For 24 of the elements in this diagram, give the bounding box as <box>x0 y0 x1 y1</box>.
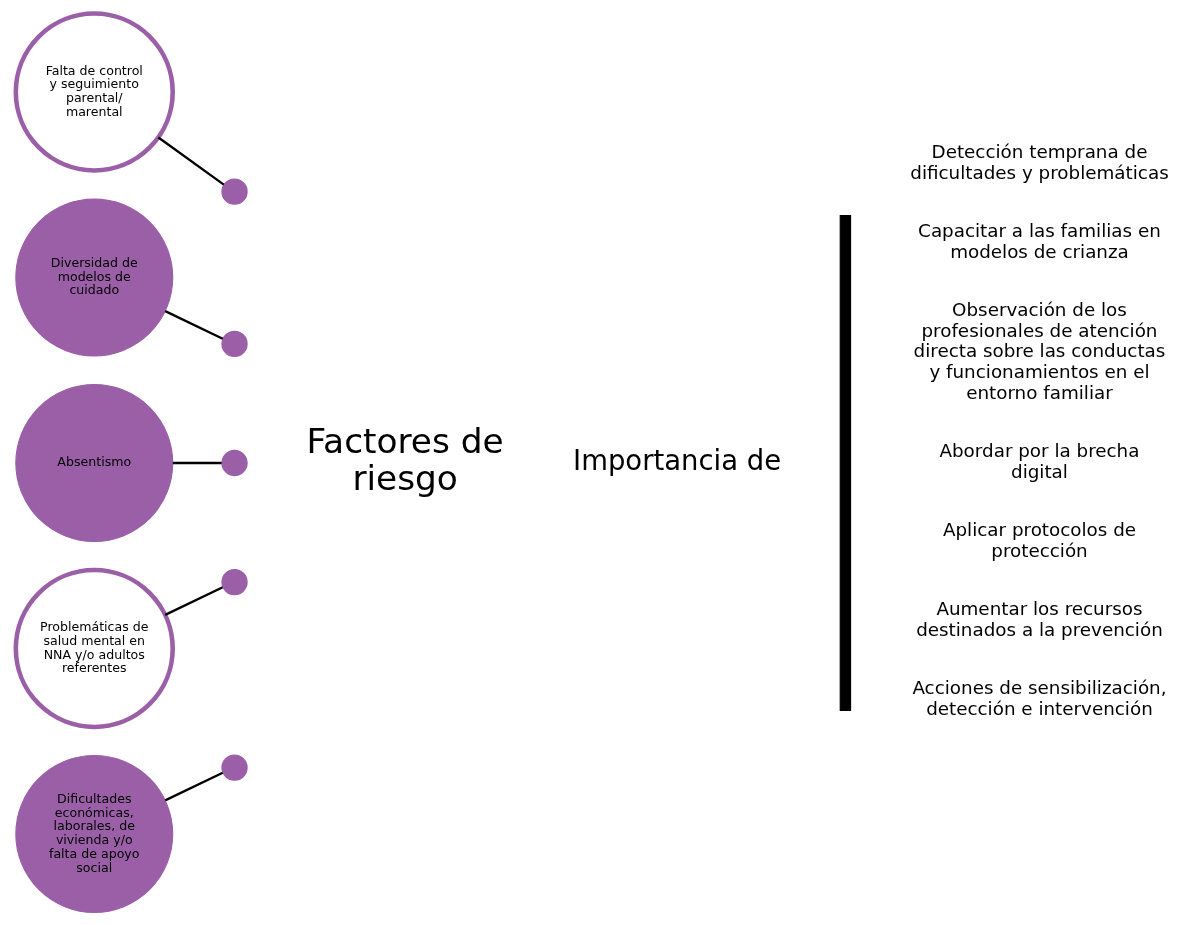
label: Abordar por la brecha digital <box>938 439 1139 482</box>
label: Acciones de sensibilización, detección e intervención <box>911 676 1167 719</box>
node-circle <box>220 449 248 476</box>
connector <box>157 136 224 186</box>
label: Aplicar protocolos de protección <box>942 518 1136 561</box>
connector <box>164 309 223 340</box>
connector <box>164 585 223 616</box>
label: Aumentar los recursos destinados a la prevención <box>915 597 1163 640</box>
node-text: Factores de riesgo <box>306 420 504 498</box>
node-circle <box>220 753 248 781</box>
label: Capacitar a las familias en modelos de crianza <box>917 219 1161 262</box>
node-circle: Diversidad de modelos de cuidado <box>14 198 173 356</box>
node-circle <box>220 330 248 357</box>
node-circle <box>220 568 248 595</box>
label: Importancia de <box>572 443 781 476</box>
node-circle: Problemáticas de salud mental en NNA y/o adultos referentes <box>13 567 175 729</box>
node-circle: Falta de control y seguimiento parental/ marental <box>13 10 175 173</box>
label: Detección temprana de dificultades y problemáticas <box>909 140 1169 183</box>
label: Observación de los profesionales de atención directa sobre las conductas y funcionamientos en el entorno familiar <box>913 298 1165 403</box>
node-circle: Dificultades económicas, laborales, de vivienda y/o falta de apoyo social <box>14 754 173 913</box>
node-circle <box>220 177 248 205</box>
connector <box>172 461 222 464</box>
node-circle: Absentismo <box>14 383 173 542</box>
connector <box>164 771 223 801</box>
